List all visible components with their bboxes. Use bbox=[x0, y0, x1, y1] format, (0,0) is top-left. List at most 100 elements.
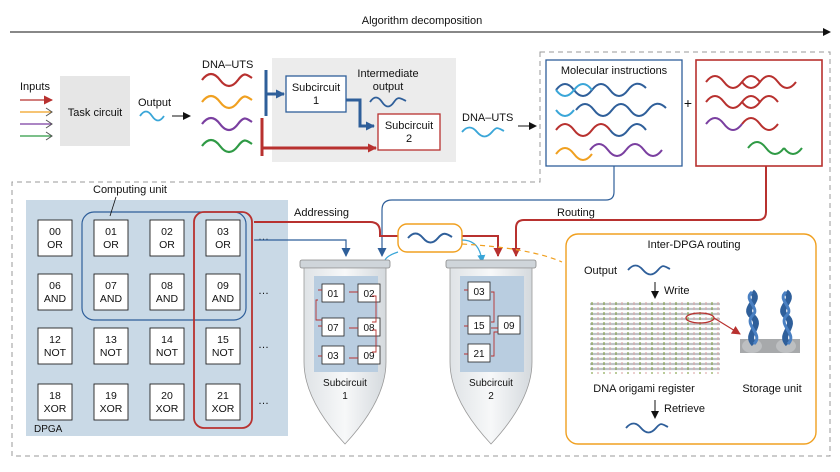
transfer-wave-box bbox=[397, 223, 463, 253]
storage-unit-graphic bbox=[740, 289, 800, 353]
cell-id: 21 bbox=[473, 349, 485, 360]
register-label: DNA origami register bbox=[593, 383, 695, 395]
cell-id: 19 bbox=[105, 390, 117, 402]
cell-op: OR bbox=[159, 239, 175, 251]
cell-id: 02 bbox=[363, 289, 375, 300]
cell-op: XOR bbox=[156, 403, 179, 415]
tube-2 bbox=[445, 259, 537, 445]
cell-id: 00 bbox=[49, 226, 61, 238]
cell-id: 03 bbox=[473, 287, 485, 298]
cell-op: OR bbox=[215, 239, 231, 251]
tube-2-cell-09: 09 bbox=[497, 315, 521, 335]
dpga-dashed-region bbox=[11, 51, 831, 457]
tube-1-cell-02: 02 bbox=[357, 283, 381, 303]
output-wave bbox=[139, 110, 165, 122]
ellipsis-2: … bbox=[258, 339, 269, 351]
cell-id: 09 bbox=[363, 351, 375, 362]
cell-id: 03 bbox=[327, 351, 339, 362]
cell-id: 03 bbox=[217, 226, 229, 238]
dna-uts-top-label: DNA–UTS bbox=[202, 59, 253, 71]
dna-uts-mid-wave bbox=[461, 126, 505, 138]
cell-id: 12 bbox=[49, 334, 61, 346]
tube-2-label-line1: Subcircuit bbox=[469, 378, 513, 389]
instruction-strands-blue bbox=[555, 82, 667, 161]
output-label: Output bbox=[138, 97, 171, 109]
retrieved-wave bbox=[625, 422, 669, 434]
dna-uts-waves bbox=[201, 72, 253, 154]
routing-line-2 bbox=[254, 221, 503, 257]
task-circuit-box bbox=[60, 76, 130, 146]
inputs-label: Inputs bbox=[20, 81, 50, 93]
cell-op: AND bbox=[44, 293, 67, 305]
dna-origami-register bbox=[590, 302, 720, 374]
cell-id: 07 bbox=[105, 280, 117, 292]
routing-label: Routing bbox=[557, 207, 595, 219]
tube-1-cell-08: 08 bbox=[357, 317, 381, 337]
tube-1-wires bbox=[315, 289, 377, 359]
intermediate-output-line2: output bbox=[373, 81, 404, 93]
tube-2-cell-21: 21 bbox=[467, 343, 491, 363]
cell-op: OR bbox=[47, 239, 63, 251]
cell-id: 09 bbox=[503, 321, 515, 332]
plus-sign: + bbox=[684, 95, 692, 111]
subcircuit-1-line2: 1 bbox=[313, 95, 319, 107]
write-label: Write bbox=[664, 285, 689, 297]
dpga-label: DPGA bbox=[34, 424, 63, 435]
cell-id: 13 bbox=[105, 334, 117, 346]
cell-op: XOR bbox=[212, 403, 235, 415]
cell-id: 02 bbox=[161, 226, 173, 238]
cell-op: AND bbox=[212, 293, 235, 305]
tube-2-cell-15: 15 bbox=[467, 315, 491, 335]
cell-id: 20 bbox=[161, 390, 173, 402]
cell-id: 06 bbox=[49, 280, 61, 292]
cell-id: 07 bbox=[327, 323, 339, 334]
inter-dpga-title: Inter-DPGA routing bbox=[648, 239, 741, 251]
tube-1-label-line2: 1 bbox=[342, 391, 348, 402]
cell-id: 14 bbox=[161, 334, 173, 346]
tube-1-cell-07: 07 bbox=[321, 317, 345, 337]
cell-id: 01 bbox=[105, 226, 117, 238]
tube-2-cells: 03 15 09 21 bbox=[467, 281, 521, 363]
addressing-line-1 bbox=[377, 166, 615, 257]
cell-op: AND bbox=[100, 293, 123, 305]
cell-id: 21 bbox=[217, 390, 229, 402]
cell-id: 08 bbox=[363, 323, 375, 334]
cell-op: AND bbox=[156, 293, 179, 305]
molecular-instructions-label: Molecular instructions bbox=[561, 65, 668, 77]
cell-op: XOR bbox=[100, 403, 123, 415]
computing-unit-label: Computing unit bbox=[93, 184, 167, 196]
inter-dpga-dashed-link bbox=[461, 243, 563, 263]
intermediate-wave bbox=[369, 96, 407, 108]
tube-1-cell-09: 09 bbox=[357, 345, 381, 365]
dna-uts-mid-label: DNA–UTS bbox=[462, 112, 513, 124]
ellipsis-3: … bbox=[258, 395, 269, 407]
tube-1-label-line1: Subcircuit bbox=[323, 378, 367, 389]
input-arrows bbox=[20, 95, 53, 141]
cell-id: 18 bbox=[49, 390, 61, 402]
cell-op: OR bbox=[103, 239, 119, 251]
cell-id: 08 bbox=[161, 280, 173, 292]
computing-unit-outline bbox=[81, 211, 247, 321]
subcircuit-1-line1: Subcircuit bbox=[292, 82, 340, 94]
subcircuit-1-box bbox=[285, 75, 347, 113]
routing-line-1 bbox=[511, 166, 767, 257]
inter-output-label: Output bbox=[584, 265, 617, 277]
intermediate-output-line1: Intermediate bbox=[357, 68, 418, 80]
cell-op: NOT bbox=[44, 347, 67, 359]
subcircuit-2-line1: Subcircuit bbox=[385, 120, 433, 132]
tube-1-cell-03: 03 bbox=[321, 345, 345, 365]
cell-op: NOT bbox=[156, 347, 179, 359]
